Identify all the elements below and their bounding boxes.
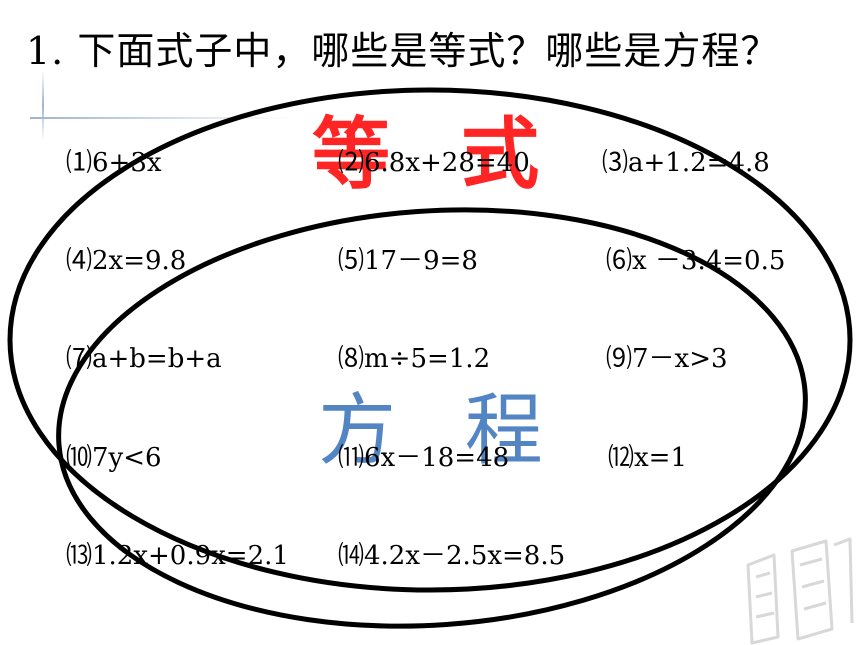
expression-item: ⑽7y<6 [66, 443, 162, 473]
decorative-line-horizontal [30, 117, 290, 119]
expression-item: ⑸17－9=8 [338, 246, 478, 276]
expression-item: ⑼7－x>3 [606, 344, 728, 374]
expression-item: ⑾6x－18=48 [338, 443, 510, 473]
decorative-line-vertical [42, 70, 44, 140]
question-title: 1. 下面式子中，哪些是等式？哪些是方程？ [26, 29, 780, 73]
expression-item: ⑷2x=9.8 [66, 246, 187, 276]
expression-item: ⑹x －3.4=0.5 [606, 246, 786, 276]
expression-item: ⑿x=1 [608, 443, 687, 473]
expression-item: ⑵6.8x+28=40 [338, 148, 530, 178]
expression-item: ⒁4.2x－2.5x=8.5 [338, 541, 566, 571]
expression-item: ⑻m÷5=1.2 [338, 344, 491, 374]
solvable-set-label: 方 程 [318, 386, 565, 476]
expression-item: ⑺a+b=b+a [66, 344, 222, 374]
watermark-logo-icon [746, 537, 854, 645]
expression-item: ⒀1.2x+0.9x=2.1 [66, 541, 289, 571]
equation-set-label: 等 式 [312, 109, 562, 200]
inner-ellipse-solvables [56, 207, 808, 629]
expression-item: ⑴6+3x [66, 148, 162, 178]
expression-item: ⑶a+1.2=4.8 [602, 148, 770, 178]
outer-ellipse-equations [7, 87, 853, 593]
